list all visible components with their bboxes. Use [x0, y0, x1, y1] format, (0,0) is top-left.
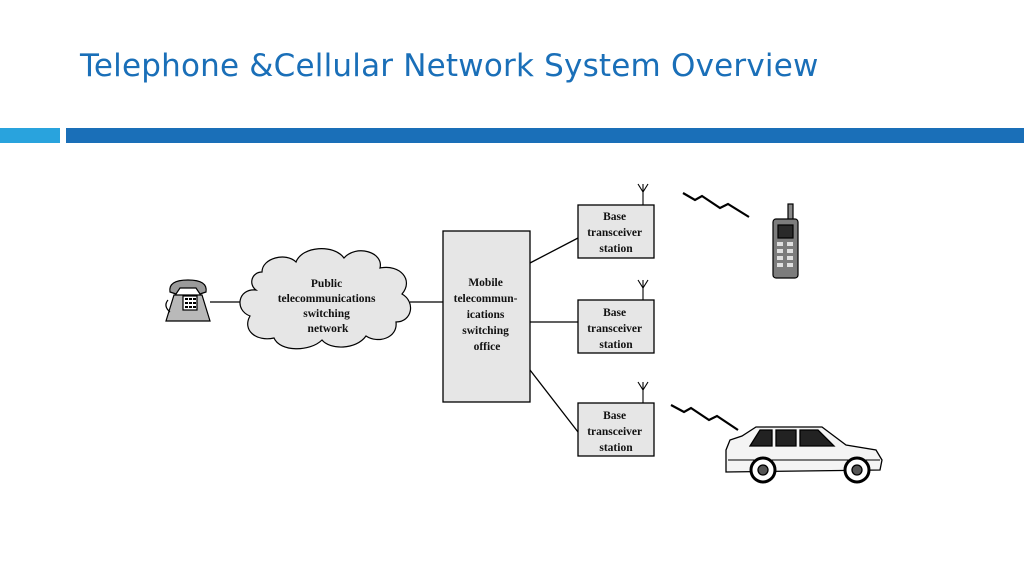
- station-label: Base transceiver station: [587, 307, 645, 351]
- station-label: Base transceiver station: [587, 211, 645, 255]
- base-station-3: Base transceiver station: [577, 381, 655, 457]
- station-label: Base transceiver station: [587, 410, 645, 454]
- radio-signal-icon: [682, 192, 750, 218]
- antenna-icon: [637, 183, 649, 205]
- antenna-icon: [637, 381, 649, 403]
- station-label-line: station: [599, 243, 633, 255]
- station-label-line: station: [599, 442, 633, 454]
- accent-bar-left: [0, 128, 60, 143]
- car-icon: [725, 426, 883, 484]
- office-label-line: telecommun-: [454, 293, 518, 305]
- connection-lines: [210, 237, 579, 433]
- station-label-line: Base: [603, 307, 626, 319]
- radio-signal-icon: [670, 404, 739, 431]
- station-label-line: transceiver: [587, 323, 642, 335]
- office-to-station-3-line: [529, 369, 579, 433]
- station-label-line: transceiver: [587, 426, 642, 438]
- cloud-label-line: switching: [303, 308, 350, 320]
- telephone-icon: [165, 279, 211, 322]
- cloud-label-line: network: [308, 323, 349, 335]
- public-network-cloud: Public telecommunications switching netw…: [239, 248, 412, 350]
- switching-office-box: Mobile telecommun- ications switching of…: [442, 230, 531, 403]
- station-label-line: Base: [603, 410, 626, 422]
- cloud-label: Public telecommunications switching netw…: [278, 278, 379, 335]
- base-station-2: Base transceiver station: [577, 279, 655, 354]
- office-label-line: Mobile: [468, 277, 503, 289]
- base-station-1: Base transceiver station: [577, 183, 655, 259]
- antenna-icon: [637, 279, 649, 300]
- office-label: Mobile telecommun- ications switching of…: [454, 277, 521, 353]
- office-label-line: office: [474, 341, 501, 353]
- cloud-label-line: telecommunications: [278, 293, 376, 305]
- accent-bar-right: [66, 128, 1024, 143]
- office-label-line: ications: [467, 309, 505, 321]
- cloud-label-line: Public: [311, 278, 342, 290]
- mobile-phone-icon: [772, 203, 799, 279]
- office-label-line: switching: [462, 325, 509, 337]
- station-label-line: Base: [603, 211, 626, 223]
- station-label-line: station: [599, 339, 633, 351]
- office-to-station-1-line: [529, 237, 579, 264]
- page-title: Telephone &Cellular Network System Overv…: [80, 48, 819, 84]
- station-label-line: transceiver: [587, 227, 642, 239]
